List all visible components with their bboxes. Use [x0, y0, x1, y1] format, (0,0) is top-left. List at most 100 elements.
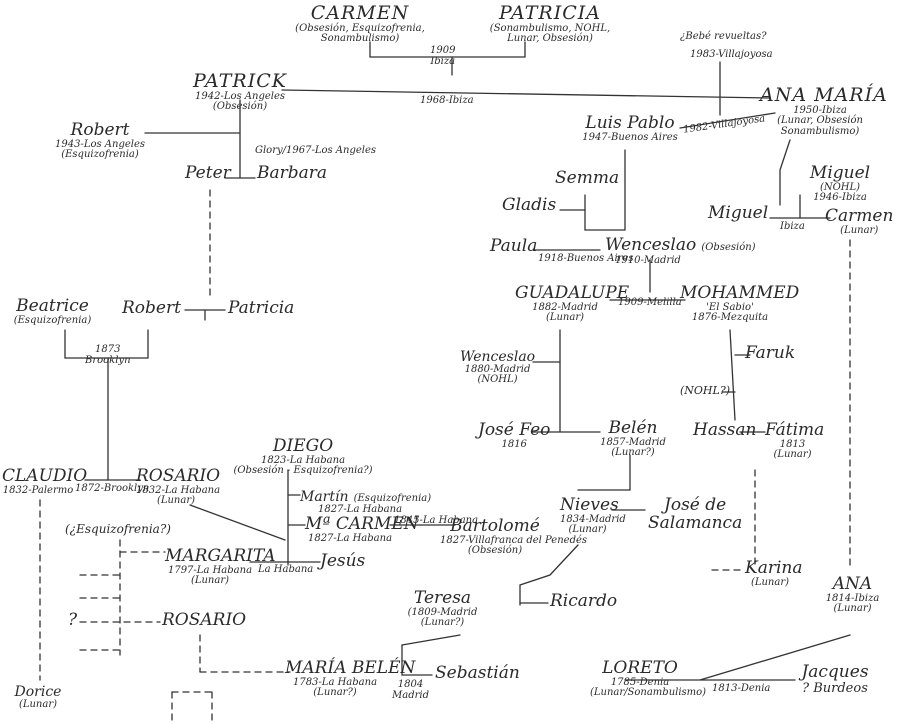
- name: Hassan: [693, 420, 757, 440]
- union-label-brooklyn-1873: 1873 Brooklyn: [85, 344, 131, 366]
- person-patricia-mid: Patricia: [228, 299, 294, 318]
- label-question: ?: [68, 610, 78, 630]
- detail: 1946-Ibiza: [813, 192, 867, 204]
- person-beatrice: Beatrice (Esquizofrenia): [5, 297, 100, 326]
- person-karina: Karina (Lunar): [745, 558, 803, 588]
- person-semma: Semma: [555, 168, 620, 188]
- name: Semma: [555, 168, 620, 188]
- person-wenceslao-top: Wenceslao (Obsesión): [605, 236, 756, 255]
- union-label-paula-wenceslao: 1918-Buenos Aires: [538, 253, 634, 264]
- label-nohl-question: (NOHL?): [680, 384, 731, 397]
- name: Mª CARMEN: [305, 514, 419, 534]
- name: ?: [68, 610, 78, 630]
- detail: (Lunar): [190, 575, 230, 587]
- detail: (Esquizofrenia): [61, 149, 139, 161]
- person-carmen-top: CARMEN (Obsesión, Esquizofrenia, Sonambu…: [260, 2, 460, 45]
- union-label-1845: 1845-La Habana: [394, 515, 479, 526]
- person-jacques: Jacques ? Burdeos: [800, 662, 870, 695]
- person-robert-top: Robert 1943-Los Angeles (Esquizofrenia): [50, 121, 150, 161]
- name: Teresa: [413, 588, 472, 608]
- union-label-1909: 1909 Ibiza: [430, 45, 456, 67]
- detail: Salamanca: [648, 512, 743, 533]
- name: MARÍA BELÉN: [285, 658, 416, 678]
- person-fatima: Fátima 1813 (Lunar): [765, 420, 825, 461]
- name: Sebastián: [435, 663, 520, 683]
- person-ana-maria: ANA MARÍA 1950-Ibiza (Lunar, Obsesión So…: [760, 85, 887, 137]
- detail: (Sonambulismo, NOHL,: [489, 22, 611, 34]
- name: GUADALUPE: [515, 283, 630, 303]
- name: Karina: [745, 558, 803, 578]
- detail: 1827-Villafranca del Penedés: [440, 534, 588, 546]
- name: Jacques: [801, 662, 869, 682]
- detail: 1797-La Habana: [167, 564, 253, 576]
- union-patrick-ana: [281, 89, 771, 99]
- name: Jesús: [320, 551, 366, 571]
- detail: (Obsesión): [212, 101, 268, 113]
- detail: 1814-Ibiza: [825, 592, 880, 604]
- detail: (1809-Madrid: [407, 606, 478, 618]
- name: Wenceslao: [460, 349, 536, 365]
- label-debe: ¿Bebé revueltas?: [680, 31, 767, 42]
- person-jesus: Jesús: [320, 551, 366, 571]
- detail: (Obsesión - Esquizofrenia?): [233, 465, 373, 477]
- detail: 1880-Madrid: [464, 363, 531, 375]
- person-martin: Martín (Esquizofrenia) 1827-La Habana: [300, 488, 431, 515]
- name: Peter: [185, 163, 231, 183]
- detail: 1857-Madrid: [600, 436, 666, 448]
- name: MARGARITA: [165, 546, 276, 566]
- detail: (Lunar?): [420, 617, 465, 629]
- union-label-la-habana: La Habana: [258, 564, 314, 575]
- person-claudio: CLAUDIO 1832-Palermo: [2, 467, 87, 496]
- name: PATRICK: [193, 70, 287, 92]
- person-belen: Belén 1857-Madrid (Lunar?): [598, 419, 668, 459]
- detail: (Lunar): [545, 312, 585, 324]
- detail: (Lunar): [840, 224, 879, 236]
- union-label-1872: 1872-Brooklyn: [75, 483, 150, 494]
- union-luis-ana: [679, 112, 776, 129]
- person-dorice: Dorice (Lunar): [8, 685, 68, 710]
- detail: 1827-La Habana: [317, 503, 403, 515]
- name: CARMEN: [310, 2, 410, 24]
- person-robert-mid: Robert: [122, 299, 181, 318]
- person-maria-belen: MARÍA BELÉN 1783-La Habana (Lunar?): [285, 658, 416, 699]
- person-ana-bottom: ANA 1814-Ibiza (Lunar): [820, 574, 885, 615]
- person-jose-salamanca: José de Salamanca: [648, 495, 743, 533]
- detail: 1950-Ibiza: [793, 104, 847, 116]
- detail: 1943-Los Angeles: [54, 138, 146, 150]
- name: ANA: [832, 574, 873, 594]
- detail: (Obsesión, Esquizofrenia,: [295, 22, 425, 34]
- name: Dorice: [14, 684, 62, 700]
- detail: 1947-Buenos Aires: [582, 131, 678, 143]
- name: Faruk: [745, 343, 796, 363]
- detail: (Lunar): [568, 524, 607, 536]
- name: José de: [664, 495, 727, 515]
- person-wenceslao-mid: Wenceslao 1880-Madrid (NOHL): [460, 350, 535, 386]
- name: ROSARIO: [136, 466, 221, 486]
- name: Martín: [300, 489, 349, 505]
- name: Ricardo: [550, 591, 618, 611]
- person-rosario-top: ROSARIO 1832-La Habana (Lunar): [136, 466, 221, 507]
- person-patrick: PATRICK 1942-Los Angeles (Obsesión): [185, 70, 295, 113]
- detail: (Lunar, Obsesión: [777, 115, 863, 127]
- name: Fátima: [765, 420, 825, 440]
- union-label-1968: 1968-Ibiza: [420, 95, 474, 106]
- detail: 1882-Madrid: [532, 301, 598, 313]
- detail: 1813: [779, 438, 806, 450]
- detail: 1816: [501, 438, 527, 450]
- person-miguel2: Miguel: [708, 204, 768, 223]
- name: Paula: [490, 236, 538, 256]
- person-luis-pablo: Luis Pablo 1947-Buenos Aires: [575, 114, 685, 143]
- name: José Feo: [478, 420, 551, 440]
- detail: (Lunar): [18, 698, 58, 710]
- label-1983: 1983-Villajoyosa: [690, 49, 773, 60]
- person-ricardo: Ricardo: [550, 591, 618, 611]
- detail: (Esquizofrenia): [353, 493, 432, 504]
- detail: 1942-Los Angeles: [194, 90, 286, 102]
- detail: (NOHL): [819, 181, 861, 193]
- union-label-melilla: 1909-Melilla: [618, 297, 682, 308]
- detail: (Esquizofrenia): [13, 314, 92, 326]
- detail: (Obsesión): [467, 545, 523, 557]
- person-paula: Paula: [490, 236, 538, 256]
- name: MOHAMMED: [680, 283, 800, 303]
- person-diego: DIEGO 1823-La Habana (Obsesión - Esquizo…: [228, 437, 378, 477]
